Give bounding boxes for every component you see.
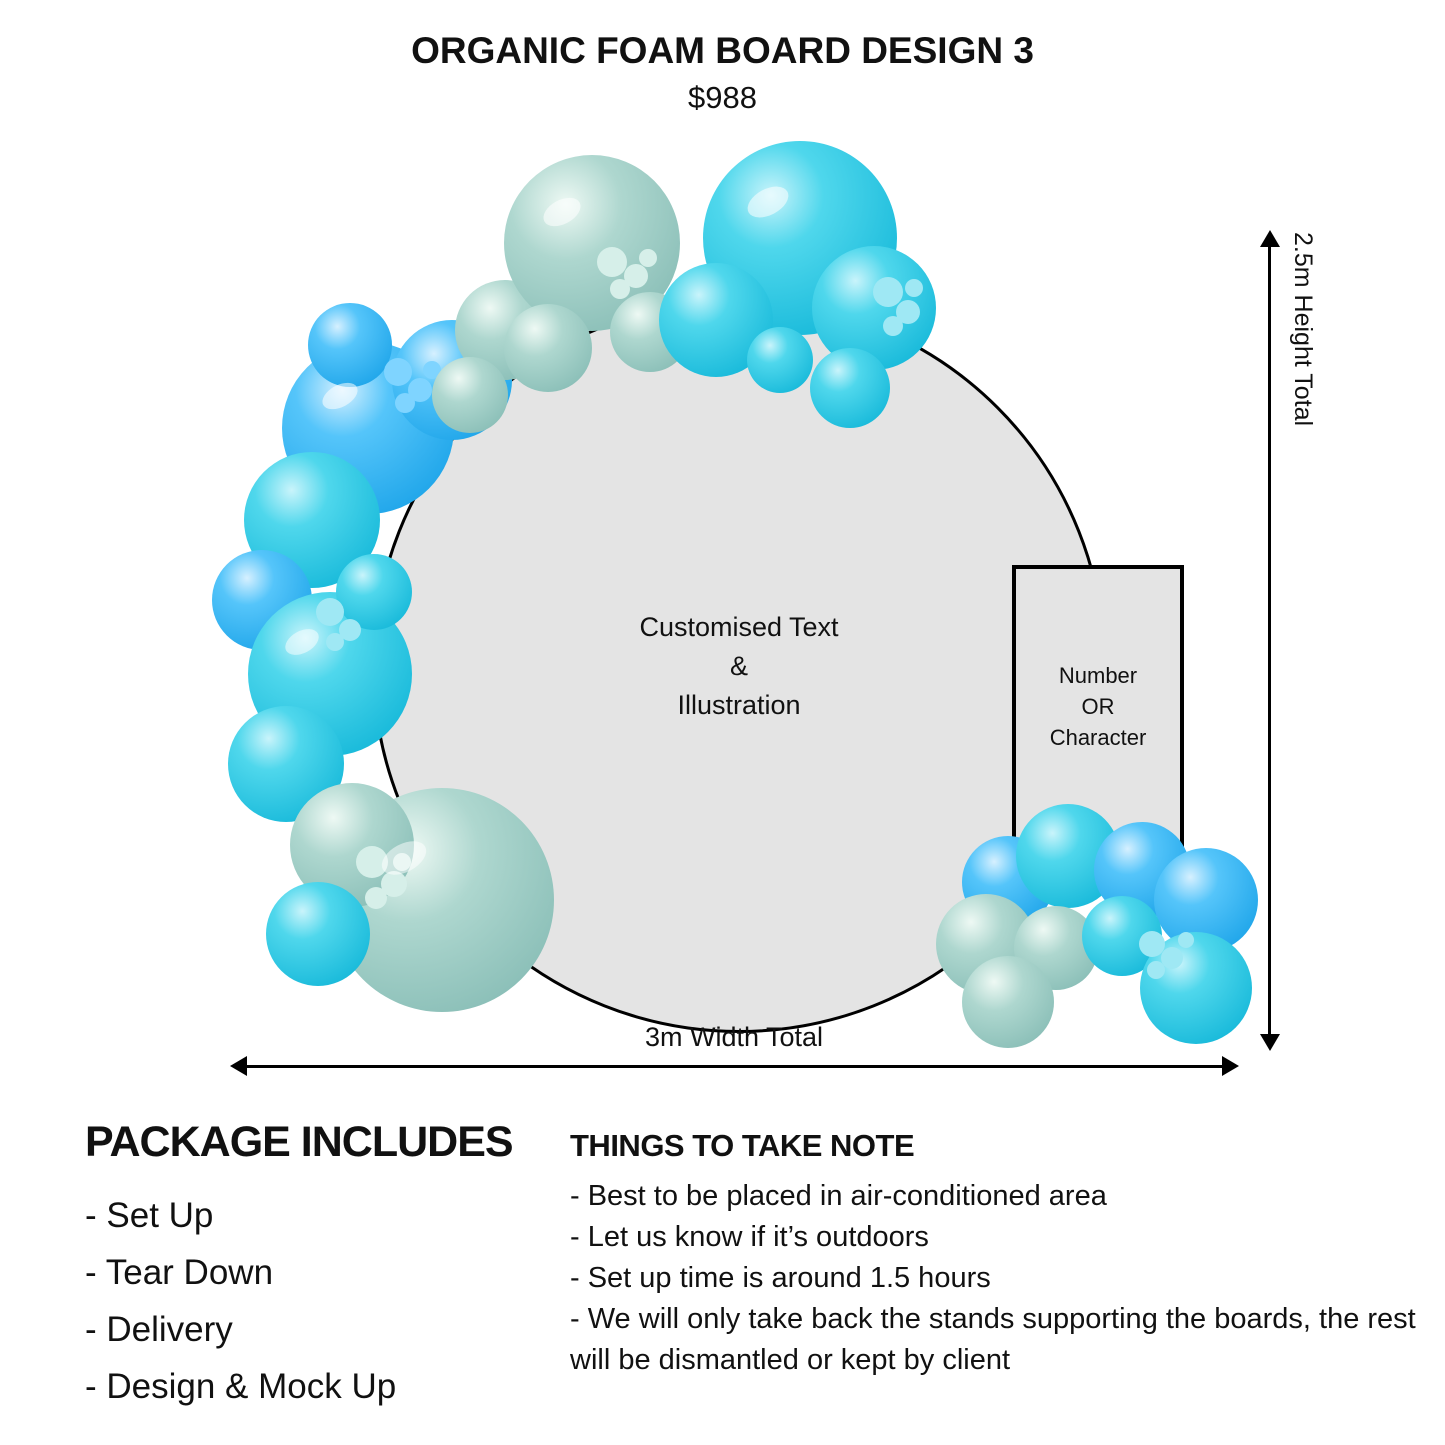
package-item: - Delivery bbox=[85, 1310, 233, 1349]
rect-label-line: Number bbox=[1058, 663, 1138, 688]
height-arrow-up-icon bbox=[1260, 230, 1280, 247]
height-dimension-label: 2.5m Height Total bbox=[1289, 232, 1317, 427]
package-item: - Tear Down bbox=[85, 1253, 274, 1292]
price: $988 bbox=[688, 80, 757, 115]
note-item: - Let us know if it’s outdoors bbox=[570, 1221, 929, 1253]
package-item: - Set Up bbox=[85, 1196, 214, 1235]
height-dimension-line bbox=[1268, 244, 1271, 1036]
rect-label-line: OR bbox=[1081, 694, 1115, 719]
note-item: - We will only take back the stands supp… bbox=[570, 1303, 1416, 1376]
note-item: - Set up time is around 1.5 hours bbox=[570, 1262, 991, 1294]
circle-label-line: Illustration bbox=[677, 689, 801, 720]
package-includes-section: PACKAGE INCLUDES - Set Up - Tear Down - … bbox=[85, 1118, 535, 1415]
width-dimension-label: 3m Width Total bbox=[644, 1022, 824, 1052]
things-to-note-heading: THINGS TO TAKE NOTE bbox=[570, 1128, 915, 1163]
circle-board-label: Customised Text & Illustration bbox=[639, 608, 838, 725]
package-includes-heading: PACKAGE INCLUDES bbox=[85, 1118, 514, 1166]
height-arrow-down-icon bbox=[1260, 1034, 1280, 1051]
circle-backdrop-board: Customised Text & Illustration bbox=[372, 299, 1106, 1033]
width-dimension-line bbox=[246, 1065, 1224, 1068]
number-character-board: Number OR Character bbox=[1012, 565, 1184, 848]
circle-label-line: & bbox=[729, 650, 748, 681]
package-item: - Design & Mock Up bbox=[85, 1367, 397, 1406]
rect-label-line: Character bbox=[1049, 725, 1147, 750]
width-arrow-left-icon bbox=[230, 1056, 247, 1076]
width-arrow-right-icon bbox=[1222, 1056, 1239, 1076]
things-to-note-section: THINGS TO TAKE NOTE - Best to be placed … bbox=[570, 1128, 1432, 1381]
note-item: - Best to be placed in air-conditioned a… bbox=[570, 1180, 1107, 1212]
rect-board-label: Number OR Character bbox=[1050, 660, 1147, 753]
page-title: ORGANIC FOAM BOARD DESIGN 3 bbox=[411, 30, 1034, 71]
circle-label-line: Customised Text bbox=[639, 611, 839, 642]
